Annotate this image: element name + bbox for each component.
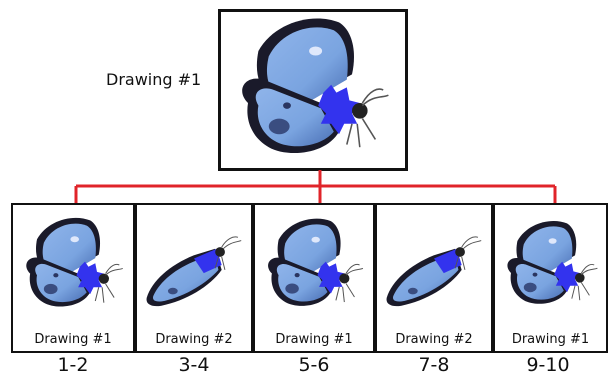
timeline-connector	[0, 0, 608, 215]
frame-caption: Drawing #2	[377, 332, 491, 347]
butterfly-folded-icon	[377, 205, 491, 325]
frame-3: Drawing #1	[253, 203, 375, 353]
frame-caption: Drawing #1	[495, 332, 606, 347]
frame-1: Drawing #1	[11, 203, 135, 353]
frame-range-3: 5-6	[254, 354, 374, 376]
butterfly-open-icon	[495, 205, 607, 325]
frame-5: Drawing #1	[493, 203, 608, 353]
frame-caption: Drawing #1	[13, 332, 133, 347]
butterfly-folded-icon	[137, 205, 251, 325]
frame-4: Drawing #2	[375, 203, 493, 353]
frame-caption: Drawing #2	[137, 332, 251, 347]
frame-range-2: 3-4	[134, 354, 254, 376]
frame-2: Drawing #2	[135, 203, 253, 353]
frame-range-5: 9-10	[488, 354, 608, 376]
frame-range-1: 1-2	[13, 354, 133, 376]
frame-caption: Drawing #1	[255, 332, 373, 347]
butterfly-open-icon	[255, 205, 373, 325]
butterfly-open-icon	[13, 205, 133, 325]
frame-range-4: 7-8	[374, 354, 494, 376]
